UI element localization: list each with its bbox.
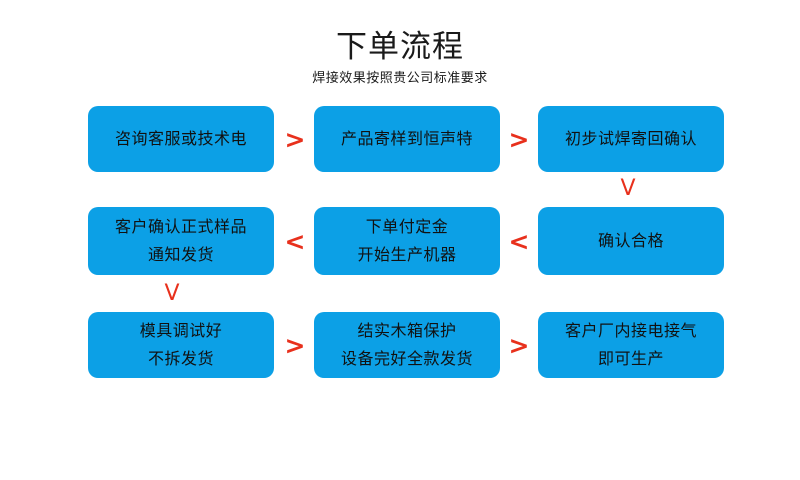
flow-step-label: 产品寄样到恒声特 [340,129,473,148]
flow-step-label-line-2: 设备完好全款发货 [340,349,473,368]
flow-step-label-line-1: 模具调试好 [139,321,223,340]
connector-arrow-left-2: < [508,227,530,256]
flow-step-label-line-2: 即可生产 [597,349,664,368]
flow-step-label-line-1: 客户确认正式样品 [114,217,247,236]
flow-step-1[interactable]: 咨询客服或技术电 [88,106,274,172]
flow-step-label-line-1: 下单付定金 [365,217,449,236]
flow-step-9[interactable]: 客户厂内接电接气 即可生产 [538,312,724,378]
flow-step-label-line-1: 结实木箱保护 [357,321,457,340]
page-title: 下单流程 [336,29,464,65]
page-subtitle: 焊接效果按照贵公司标准要求 [312,71,488,86]
connector-arrow-down-left: V [164,281,180,306]
flow-step-3[interactable]: 初步试焊寄回确认 [538,106,724,172]
connector-arrow-right-2: > [508,125,530,154]
flow-step-2[interactable]: 产品寄样到恒声特 [314,106,500,172]
flow-step-6[interactable]: 客户确认正式样品 通知发货 [88,207,274,275]
chart-header: 下单流程 焊接效果按照贵公司标准要求 [0,28,800,88]
flow-step-label-line-2: 不拆发货 [147,349,214,368]
flow-step-5[interactable]: 下单付定金 开始生产机器 [314,207,500,275]
flow-step-label-line-2: 开始生产机器 [357,245,457,264]
connector-arrow-right-3: > [284,331,306,360]
connector-arrow-down-right: V [620,176,636,201]
flow-step-label: 确认合格 [597,231,664,250]
flow-step-label: 咨询客服或技术电 [114,129,247,148]
flow-step-8[interactable]: 结实木箱保护 设备完好全款发货 [314,312,500,378]
flow-step-label-line-1: 客户厂内接电接气 [564,321,697,340]
flow-step-7[interactable]: 模具调试好 不拆发货 [88,312,274,378]
connector-arrow-right-1: > [284,125,306,154]
flow-step-4[interactable]: 确认合格 [538,207,724,275]
flow-step-label-line-2: 通知发货 [147,245,214,264]
flow-row-1: 咨询客服或技术电 > 产品寄样到恒声特 > 初步试焊寄回确认 [88,106,724,172]
flow-step-label: 初步试焊寄回确认 [564,129,697,148]
flow-row-3: 模具调试好 不拆发货 > 结实木箱保护 设备完好全款发货 > 客户厂内接电接气 … [88,312,724,378]
flow-row-2: 客户确认正式样品 通知发货 < 下单付定金 开始生产机器 < 确认合格 [88,207,724,275]
connector-arrow-left-1: < [284,227,306,256]
connector-arrow-right-4: > [508,331,530,360]
